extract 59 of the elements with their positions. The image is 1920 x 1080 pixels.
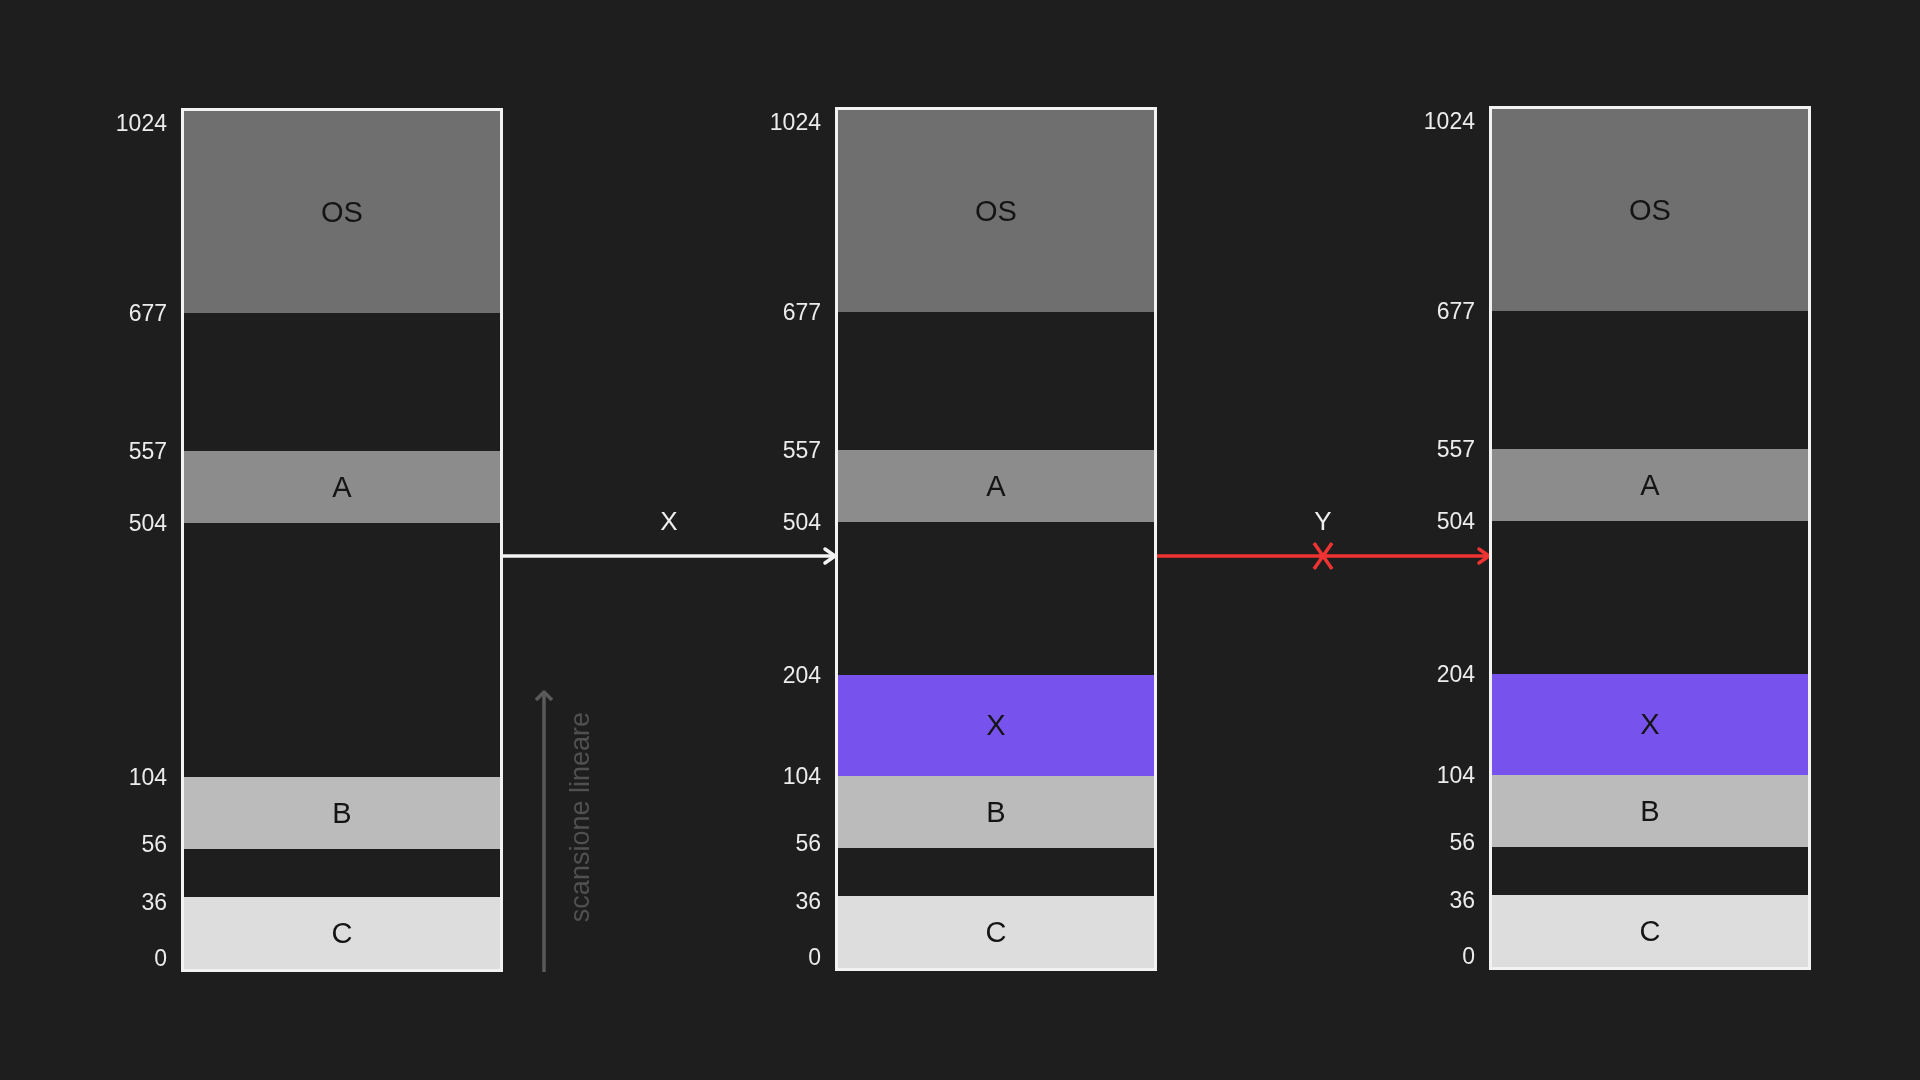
segment-label: C <box>1639 916 1661 946</box>
address-label: 56 <box>141 832 167 856</box>
address-label: 1024 <box>769 110 821 134</box>
segment-label: B <box>332 798 352 828</box>
memory-segment <box>184 111 500 313</box>
memory-segment <box>838 776 1154 848</box>
segment-label: C <box>331 918 353 948</box>
address-label: 0 <box>808 945 821 969</box>
segment-label: OS <box>975 196 1017 226</box>
memory-segment <box>838 110 1154 312</box>
crossed-out-arrow <box>1155 541 1491 571</box>
segment-label: A <box>332 472 352 502</box>
memory-segment <box>184 451 500 523</box>
address-label: 104 <box>128 765 167 789</box>
address-label: 104 <box>1436 763 1475 787</box>
memory-column <box>181 108 503 972</box>
arrow <box>501 547 837 565</box>
memory-segment <box>838 896 1154 968</box>
segment-label: B <box>986 797 1006 827</box>
memory-segment <box>1492 674 1808 775</box>
memory-column <box>1489 106 1811 970</box>
address-label: 36 <box>141 890 167 914</box>
memory-segment <box>838 675 1154 776</box>
memory-column <box>835 107 1157 971</box>
memory-segment <box>1492 109 1808 311</box>
address-label: 204 <box>1436 662 1475 686</box>
address-label: 36 <box>1449 888 1475 912</box>
memory-segment <box>838 450 1154 522</box>
address-label: 677 <box>782 300 821 324</box>
segment-label: OS <box>321 197 363 227</box>
address-label: 104 <box>782 764 821 788</box>
address-label: 36 <box>795 889 821 913</box>
segment-label: X <box>1640 710 1660 739</box>
address-label: 1024 <box>1423 109 1475 133</box>
address-label: 557 <box>1436 437 1475 461</box>
address-label: 1024 <box>115 111 167 135</box>
segment-label: A <box>1640 470 1660 500</box>
segment-label: X <box>986 711 1006 740</box>
address-label: 56 <box>795 831 821 855</box>
address-label: 56 <box>1449 830 1475 854</box>
segment-label: OS <box>1629 195 1671 225</box>
address-label: 0 <box>1462 944 1475 968</box>
address-label: 204 <box>782 663 821 687</box>
segment-label: B <box>1640 796 1660 826</box>
address-label: 677 <box>128 301 167 325</box>
address-label: 557 <box>128 439 167 463</box>
address-label: 557 <box>782 438 821 462</box>
segment-label: C <box>985 917 1007 947</box>
memory-segment <box>1492 775 1808 847</box>
segment-label: A <box>986 471 1006 501</box>
memory-segment <box>1492 449 1808 521</box>
address-label: 677 <box>1436 299 1475 323</box>
memory-segment <box>1492 895 1808 967</box>
address-label: 0 <box>154 946 167 970</box>
address-label: 504 <box>128 511 167 535</box>
address-label: 504 <box>782 510 821 534</box>
memory-segment <box>184 897 500 969</box>
memory-segment <box>184 777 500 849</box>
address-label: 504 <box>1436 509 1475 533</box>
